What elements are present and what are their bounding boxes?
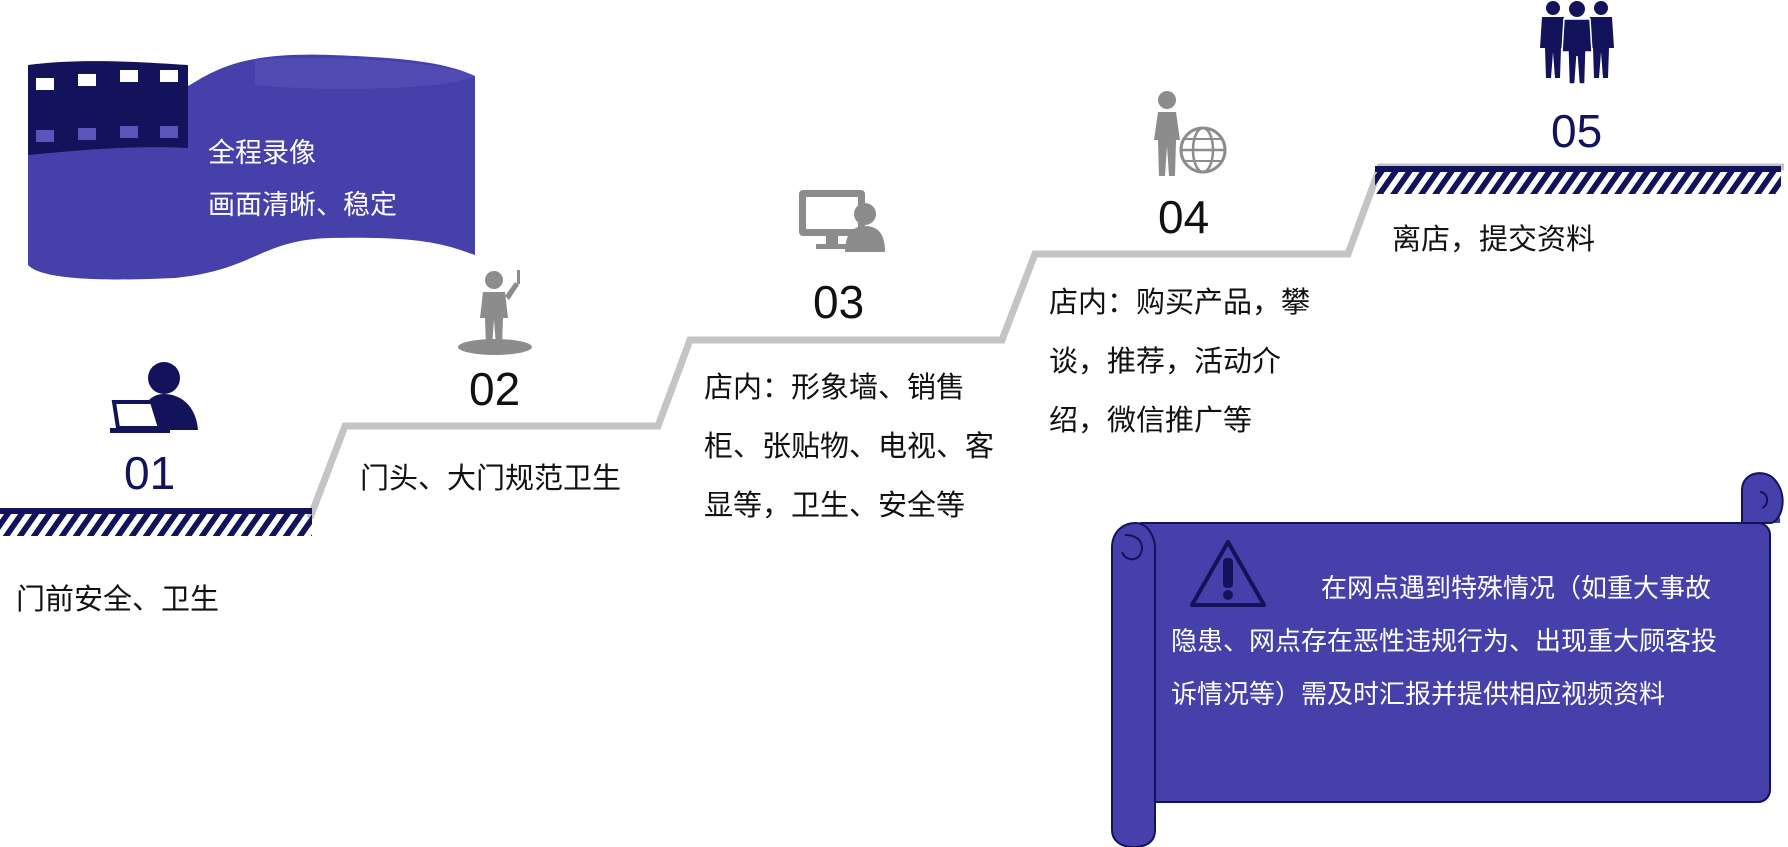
person-laptop-icon [110, 362, 198, 433]
recording-banner [28, 54, 475, 280]
person-globe-icon [1154, 91, 1227, 176]
monitor-user-icon [799, 190, 885, 252]
step-text-01: 门前安全、卫生 [16, 582, 220, 616]
notice-text: 在网点遇到特殊情况（如重大事故隐患、网点存在恶性违规行为、出现重大顾客投诉情况等… [1171, 574, 1718, 710]
warning-icon [1190, 540, 1266, 607]
group-people-icon [1540, 1, 1614, 85]
step-text-02: 门头、大门规范卫生 [360, 461, 622, 495]
step-text-04: 店内：购买产品，攀谈，推荐，活动介绍，微信推广等 [1049, 285, 1311, 437]
step-text-03: 店内：形象墙、销售柜、张贴物、电视、客显等，卫生、安全等 [704, 370, 995, 522]
step-number-03: 03 [813, 276, 865, 328]
staircase-line [306, 163, 1784, 520]
film-strip-icon [28, 61, 188, 156]
banner-line-1: 全程录像 [208, 138, 316, 169]
step-number-02: 02 [469, 363, 521, 415]
step-number-01: 01 [124, 447, 176, 499]
banner-line-2: 画面清晰、稳定 [208, 190, 397, 221]
step-number-04: 04 [1158, 191, 1210, 243]
ground-bar-right [1375, 166, 1781, 194]
step-text-05: 离店，提交资料 [1392, 222, 1596, 256]
notice-scroll [1111, 472, 1784, 847]
person-standing-icon [458, 270, 532, 355]
ground-bar-left [0, 508, 312, 536]
step-number-05: 05 [1551, 105, 1603, 157]
